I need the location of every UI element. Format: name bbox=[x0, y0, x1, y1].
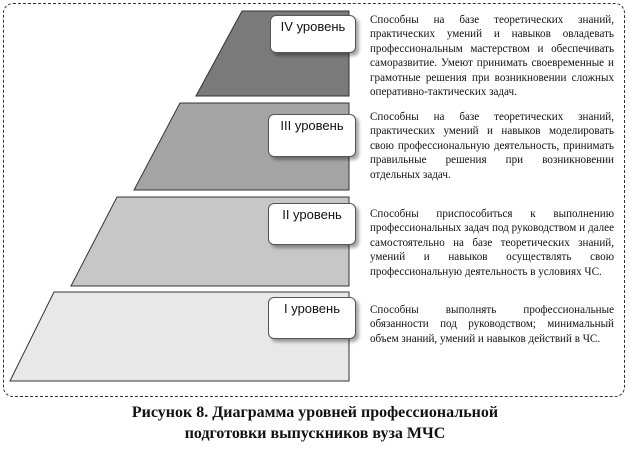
diagram-frame bbox=[3, 3, 625, 397]
level-iii-description: Способны на базе теоретических знаний, п… bbox=[370, 111, 614, 181]
caption-line-1: Рисунок 8. Диаграмма уровней профессиона… bbox=[131, 404, 499, 421]
level-ii-label: II уровень bbox=[268, 203, 356, 245]
pyramid-level-i bbox=[9, 291, 350, 382]
figure-caption: Рисунок 8. Диаграмма уровней профессиона… bbox=[0, 402, 630, 444]
level-iv-label: IV уровень bbox=[270, 15, 356, 53]
caption-line-2: подготовки выпускников вуза МЧС bbox=[184, 425, 446, 442]
level-ii-description: Способны приспособиться к выполнению про… bbox=[370, 208, 614, 278]
level-i-description: Способны выполнять профессиональные обяз… bbox=[370, 304, 614, 345]
level-iii-label: III уровень bbox=[268, 114, 356, 157]
level-i-label: I уровень bbox=[268, 297, 356, 339]
level-iv-description: Способны на базе теоретических знаний, п… bbox=[370, 14, 614, 99]
